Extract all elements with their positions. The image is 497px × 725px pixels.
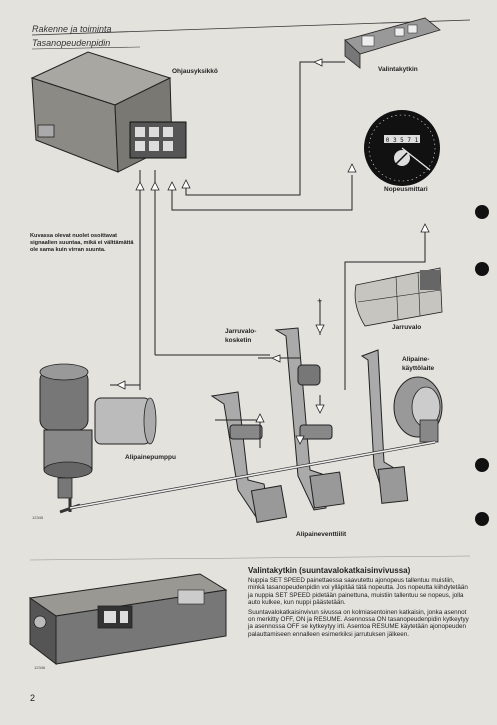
selector-switch-article: Valintakytkin (suuntavalokatkaisinvivuss… [248, 566, 470, 640]
vacuum-actuator-icon [393, 376, 443, 443]
control-unit-icon [30, 51, 187, 173]
article-paragraph-2: Suuntavalokatkaisinvivun sivussa on kolm… [248, 608, 469, 638]
arrow-note: Kuvassa olevat nuolet osoittavat signaal… [30, 233, 134, 253]
odometer-readout: 0 3 5 7 1 [386, 137, 419, 144]
vacuum-pump-icon [39, 363, 157, 499]
label-selector-switch: Valintakytkin [378, 66, 418, 73]
binder-hole [475, 262, 489, 276]
selector-switch-detail-icon [28, 573, 228, 666]
pedal-assembly-icon [210, 327, 409, 523]
label-vacuum-actuator-2: käyttölaite [402, 365, 435, 372]
label-speedometer: Nopeusmittari [384, 186, 428, 193]
brake-light-icon [354, 267, 443, 327]
label-brake-light: Jarruvalo [392, 324, 422, 331]
label-brake-light-switch-1: Jarruvalo- [225, 328, 257, 335]
label-vacuum-pump: Alipainepumppu [125, 454, 176, 461]
article-title: Valintakytkin (suuntavalokatkaisinvivuss… [248, 566, 411, 575]
figure-code-1: 12345 [32, 515, 44, 520]
label-vacuum-valves: Alipaineventtiilit [296, 531, 347, 538]
figure-code-2: 12346 [34, 665, 46, 670]
label-control-unit: Ohjausyksikkö [172, 68, 218, 75]
svg-text:+: + [317, 296, 322, 306]
page-number: 2 [30, 693, 36, 703]
section-header: Rakenne ja toiminta [32, 24, 112, 34]
binder-hole [475, 512, 489, 526]
speedometer-icon: 0 3 5 7 1 [364, 110, 440, 186]
binder-hole [475, 458, 489, 472]
article-paragraph-1: Nuppia SET SPEED painettaessa saavutettu… [248, 577, 468, 607]
binder-hole [475, 205, 489, 219]
label-brake-light-switch-2: kosketin [225, 337, 252, 344]
subsection-header: Tasanopeudenpidin [32, 38, 111, 48]
selector-switch-icon [344, 17, 441, 69]
label-vacuum-actuator-1: Alipaine- [402, 356, 430, 363]
